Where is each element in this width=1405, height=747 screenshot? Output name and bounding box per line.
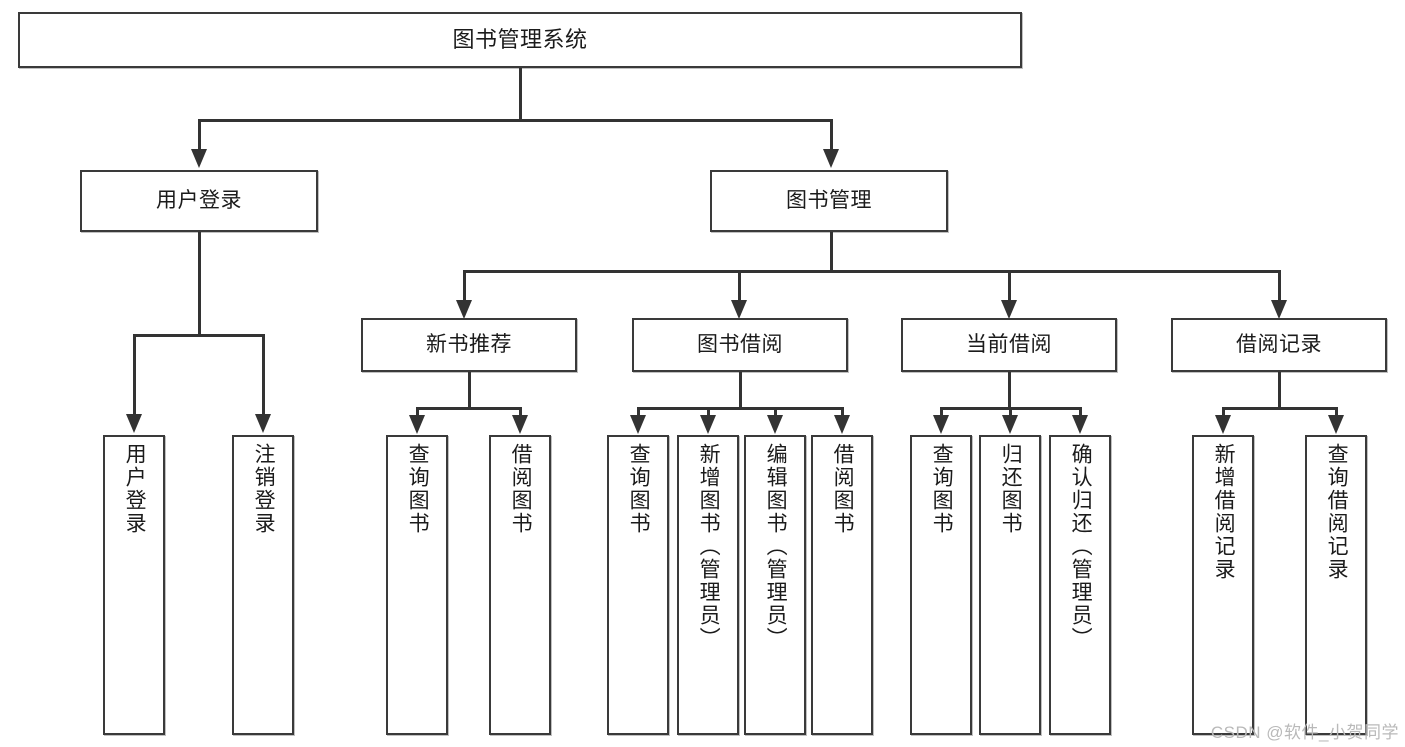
connector-book-borrow-leaf2	[707, 407, 710, 419]
connector-level2-bus	[198, 119, 832, 122]
leaf-label: 查询图书	[406, 443, 430, 535]
leaf-return-book[interactable]: 归还图书	[979, 435, 1041, 735]
arrowhead-new-book-leaf2	[512, 415, 528, 434]
arrowhead-leaf-logout	[255, 414, 271, 433]
arrowhead-book-borrow-leaf3	[767, 415, 783, 434]
leaf-edit-book-admin[interactable]: 编辑图书（管理员）	[744, 435, 806, 735]
leaf-label: 确认归还（管理员）	[1069, 443, 1093, 650]
leaf-label: 查询图书	[627, 443, 651, 535]
leaf-borrow-book[interactable]: 借阅图书	[811, 435, 873, 735]
node-label: 当前借阅	[966, 332, 1052, 356]
node-book-management[interactable]: 图书管理	[710, 170, 948, 232]
connector-to-book-borrow	[738, 270, 741, 302]
node-label: 用户登录	[156, 188, 242, 212]
connector-book-borrow-bus	[637, 407, 843, 410]
arrowhead-current-borrow	[1001, 300, 1017, 319]
node-user-login[interactable]: 用户登录	[80, 170, 318, 232]
connector-borrow-record-stem	[1278, 372, 1281, 409]
connector-current-borrow-leaf1	[940, 407, 943, 419]
connector-current-borrow-leaf3	[1079, 407, 1082, 419]
connector-new-book-leaf1	[416, 407, 419, 419]
node-label: 借阅记录	[1236, 332, 1322, 356]
leaf-add-borrow-record[interactable]: 新增借阅记录	[1192, 435, 1254, 735]
leaf-query-book-recommend[interactable]: 查询图书	[386, 435, 448, 735]
arrowhead-book-borrow	[731, 300, 747, 319]
connector-user-login-stem	[198, 232, 201, 336]
connector-book-borrow-leaf1	[637, 407, 640, 419]
connector-user-login-leaf2	[262, 334, 265, 416]
arrowhead-new-book-leaf1	[409, 415, 425, 434]
connector-to-user-login	[198, 119, 201, 151]
connector-root-stem	[519, 68, 522, 120]
arrowhead-current-borrow-leaf2	[1002, 415, 1018, 434]
leaf-query-book-borrow[interactable]: 查询图书	[607, 435, 669, 735]
leaf-label: 注销登录	[252, 443, 276, 535]
connector-borrow-record-bus	[1222, 407, 1337, 410]
arrowhead-leaf-user-login	[126, 414, 142, 433]
connector-level3-bus	[463, 270, 1280, 273]
connector-to-new-book	[463, 270, 466, 302]
leaf-logout[interactable]: 注销登录	[232, 435, 294, 735]
arrowhead-borrow-record-leaf1	[1215, 415, 1231, 434]
arrowhead-book-borrow-leaf1	[630, 415, 646, 434]
connector-to-current-borrow	[1008, 270, 1011, 302]
node-current-borrow[interactable]: 当前借阅	[901, 318, 1117, 372]
leaf-query-borrow-record[interactable]: 查询借阅记录	[1305, 435, 1367, 735]
connector-to-book-manage	[830, 119, 833, 151]
connector-new-book-leaf2	[519, 407, 522, 419]
leaf-query-book-current[interactable]: 查询图书	[910, 435, 972, 735]
leaf-label: 新增借阅记录	[1212, 443, 1236, 581]
connector-book-borrow-leaf4	[841, 407, 844, 419]
connector-borrow-record-leaf2	[1335, 407, 1338, 419]
connector-new-book-bus	[416, 407, 521, 410]
leaf-label: 查询图书	[930, 443, 954, 535]
arrowhead-book-borrow-leaf4	[834, 415, 850, 434]
leaf-user-login[interactable]: 用户登录	[103, 435, 165, 735]
leaf-label: 归还图书	[999, 443, 1023, 535]
connector-book-borrow-leaf3	[774, 407, 777, 419]
node-book-borrow[interactable]: 图书借阅	[632, 318, 848, 372]
node-root-system[interactable]: 图书管理系统	[18, 12, 1022, 68]
connector-book-borrow-stem	[739, 372, 742, 409]
node-label: 图书借阅	[697, 332, 783, 356]
leaf-add-book-admin[interactable]: 新增图书（管理员）	[677, 435, 739, 735]
arrowhead-borrow-record	[1271, 300, 1287, 319]
connector-to-borrow-record	[1278, 270, 1281, 302]
connector-current-borrow-stem	[1008, 372, 1011, 409]
arrowhead-user-login	[191, 149, 207, 168]
csdn-watermark: CSDN @软件_小贺同学	[1210, 723, 1399, 742]
leaf-label: 用户登录	[123, 443, 147, 535]
leaf-confirm-return-admin[interactable]: 确认归还（管理员）	[1049, 435, 1111, 735]
node-borrow-record[interactable]: 借阅记录	[1171, 318, 1387, 372]
arrowhead-book-manage	[823, 149, 839, 168]
connector-borrow-record-leaf1	[1222, 407, 1225, 419]
arrowhead-current-borrow-leaf3	[1072, 415, 1088, 434]
node-label: 图书管理系统	[452, 27, 588, 53]
leaf-label: 编辑图书（管理员）	[764, 443, 788, 650]
leaf-label: 借阅图书	[831, 443, 855, 535]
leaf-label: 查询借阅记录	[1325, 443, 1349, 581]
arrowhead-new-book	[456, 300, 472, 319]
connector-current-borrow-leaf2	[1009, 407, 1012, 419]
arrowhead-current-borrow-leaf1	[933, 415, 949, 434]
leaf-borrow-book-recommend[interactable]: 借阅图书	[489, 435, 551, 735]
node-new-book-recommend[interactable]: 新书推荐	[361, 318, 577, 372]
connector-user-login-leaf1	[133, 334, 136, 416]
connector-book-manage-stem	[830, 232, 833, 272]
node-label: 新书推荐	[426, 332, 512, 356]
connector-new-book-stem	[468, 372, 471, 409]
arrowhead-borrow-record-leaf2	[1328, 415, 1344, 434]
leaf-label: 新增图书（管理员）	[697, 443, 721, 650]
leaf-label: 借阅图书	[509, 443, 533, 535]
connector-user-login-bus	[133, 334, 264, 337]
node-label: 图书管理	[786, 188, 872, 212]
arrowhead-book-borrow-leaf2	[700, 415, 716, 434]
